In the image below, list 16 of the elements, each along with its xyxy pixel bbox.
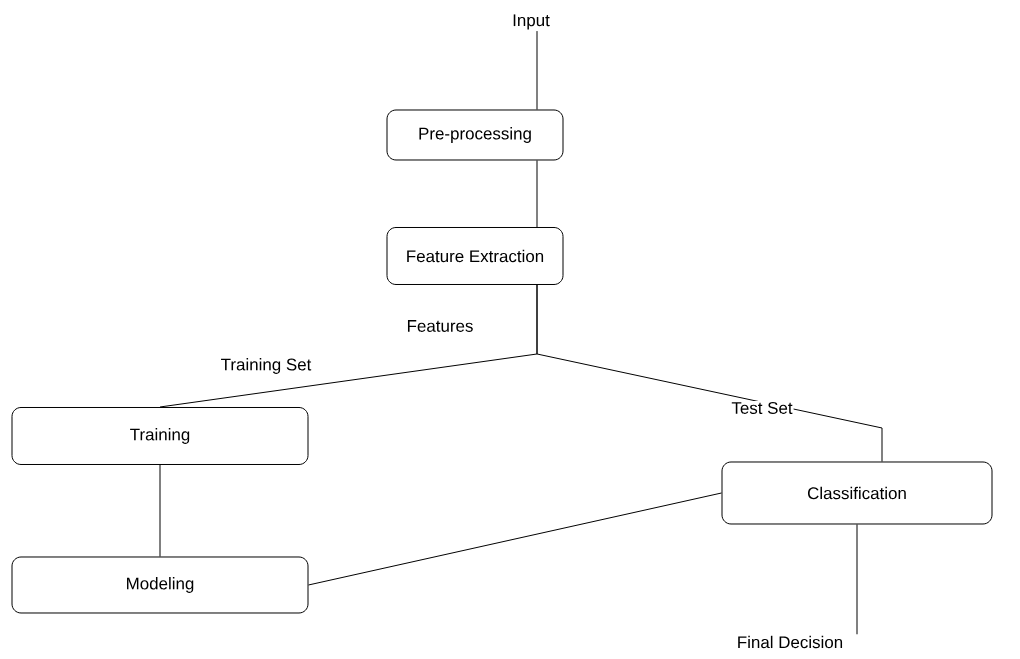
connector-line: [308, 492, 722, 586]
process-box: Modeling: [11, 556, 309, 614]
connector-line: [536, 30, 538, 110]
node-label: Final Decision: [738, 635, 843, 649]
process-box: Pre-processing: [386, 109, 564, 161]
connector-line: [536, 284, 883, 462]
connector-line: [159, 464, 161, 557]
process-box: Training: [11, 407, 309, 465]
node-label: Input: [513, 14, 550, 30]
edge-label: Training Set: [219, 357, 313, 375]
connector-line: [856, 524, 858, 635]
edge-label: Test Set: [730, 401, 794, 415]
process-box: Classification: [721, 461, 993, 525]
line-label: Features: [408, 320, 473, 332]
connector-line: [536, 160, 538, 228]
process-box: Feature Extraction: [386, 227, 564, 285]
